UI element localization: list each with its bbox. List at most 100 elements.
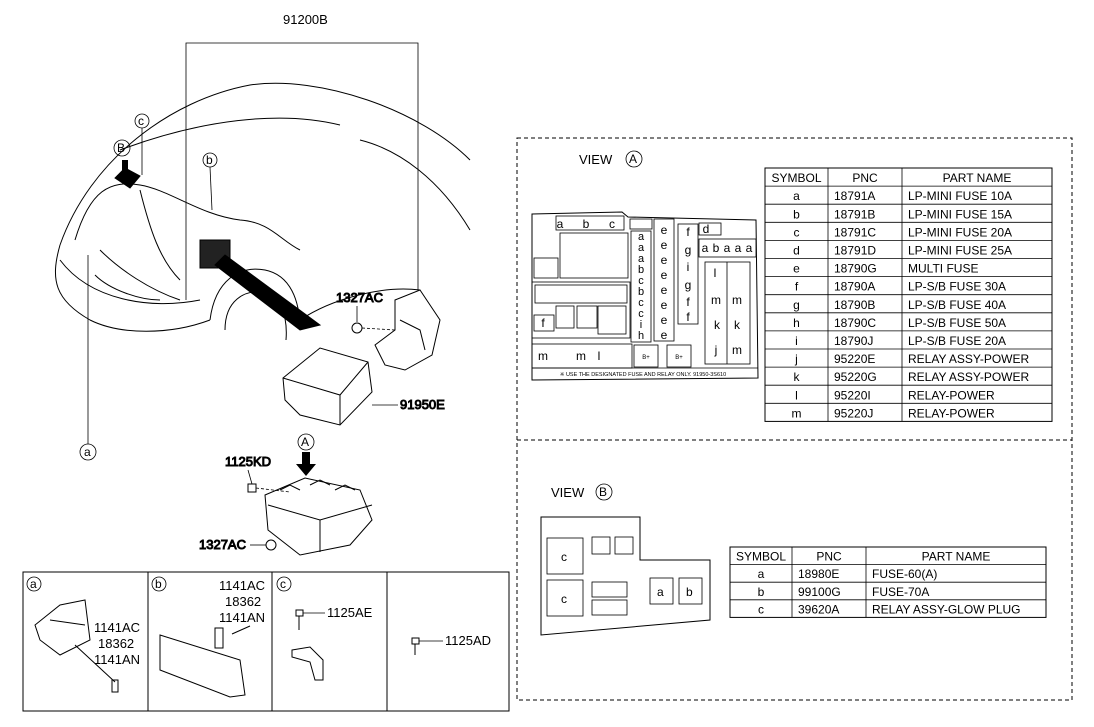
part-name-cell: LP-S/B FUSE 50A	[908, 316, 1006, 330]
box-b-letter: b	[686, 585, 693, 599]
fuse-label: b	[713, 241, 720, 255]
fuse-label: i	[687, 260, 690, 274]
part-name-cell: LP-S/B FUSE 40A	[908, 298, 1006, 312]
fuse-label: f	[686, 225, 690, 239]
pnc-cell: 18790J	[834, 334, 873, 348]
pnc-cell: 95220E	[834, 352, 875, 366]
fuse-label: e	[661, 268, 668, 282]
pnc-cell: 95220J	[834, 406, 873, 420]
part-name-cell: LP-MINI FUSE 25A	[908, 244, 1012, 258]
relay-label: m	[576, 349, 586, 363]
panel-a-circle: a	[30, 577, 37, 591]
panel-c-part-1[interactable]: 1125AE	[327, 605, 373, 620]
callout-c: c	[138, 114, 144, 128]
box-b-letter: c	[561, 592, 567, 606]
arrow-down-icon	[296, 452, 316, 476]
symbol-cell: j	[794, 352, 798, 366]
relay-label: m	[732, 343, 742, 357]
pnc-cell: 18791D	[834, 244, 876, 258]
part-name-cell: LP-MINI FUSE 20A	[908, 225, 1012, 239]
relay-label: m	[538, 349, 548, 363]
fuse-label: a	[638, 242, 645, 254]
wiring-harness	[74, 167, 322, 331]
relay-label: l	[598, 349, 601, 363]
symbol-cell: l	[795, 388, 798, 402]
pnc-cell: 18790C	[834, 316, 876, 330]
symbol-cell: c	[758, 602, 764, 616]
fuse-label: b	[638, 264, 644, 276]
pnc-cell: 18791C	[834, 225, 876, 239]
panel-b-circle: b	[155, 577, 162, 591]
symbol-cell: a	[758, 567, 765, 581]
symbol-cell: k	[794, 370, 801, 384]
fuse-label: i	[640, 319, 642, 331]
part-name-cell: LP-MINI FUSE 10A	[908, 189, 1012, 203]
symbol-cell: h	[793, 316, 800, 330]
panel-b-part-2[interactable]: 18362	[225, 594, 261, 609]
symbol-cell: c	[794, 225, 800, 239]
relay-label: k	[734, 318, 741, 332]
relay-label: l	[714, 266, 717, 280]
view-frame	[516, 137, 1073, 701]
symbol-cell: b	[758, 585, 765, 599]
fuse-label: b	[583, 217, 590, 231]
pnc-cell: 39620A	[798, 602, 839, 616]
symbol-cell: g	[793, 298, 800, 312]
part-name-cell: LP-S/B FUSE 20A	[908, 334, 1006, 348]
panel-a-part-1[interactable]: 1141AC	[94, 620, 140, 635]
fuse-label: f	[686, 310, 690, 324]
panel-a-part-2[interactable]: 18362	[98, 636, 134, 651]
fuse-label: a	[746, 241, 753, 255]
callout-B: B	[117, 141, 125, 155]
bracket-part: 1327AC	[336, 289, 441, 371]
fuse-label: f	[686, 295, 690, 309]
bplus-label: B+	[675, 355, 683, 361]
box-b-letter: c	[561, 550, 567, 564]
fuse-label: e	[661, 223, 668, 237]
view-b-fuse-box: c c a b	[540, 516, 711, 636]
symbol-cell: f	[795, 280, 799, 294]
part-name-cell: LP-MINI FUSE 15A	[908, 207, 1012, 221]
view-a-note: ※ USE THE DESIGNATED FUSE AND RELAY ONLY…	[560, 371, 726, 378]
part-name-cell: LP-S/B FUSE 30A	[908, 280, 1006, 294]
fuse-label: a	[638, 231, 645, 243]
fuse-label: h	[638, 330, 644, 342]
cover-label[interactable]: 91950E	[400, 397, 446, 413]
fuse-label: e	[661, 238, 668, 252]
table-header: SYMBOL	[771, 171, 821, 185]
panel-b-part-1[interactable]: 1141AC	[219, 578, 265, 593]
detail-panels: a b c 1141AC 18362 1141AN 1141AC 18362 1…	[22, 571, 510, 712]
fuse-label: a	[557, 217, 564, 231]
fuse-label: g	[685, 243, 692, 257]
callout-A: A	[301, 435, 309, 449]
fuse-label: e	[661, 298, 668, 312]
pnc-cell: 18790G	[834, 262, 877, 276]
fuse-label: a	[638, 253, 645, 265]
car-illustration	[54, 82, 471, 341]
panel-b-part-3[interactable]: 1141AN	[219, 610, 265, 625]
pnc-cell: 99100G	[798, 585, 841, 599]
pnc-cell: 18790A	[834, 280, 875, 294]
fuse-label: d	[703, 222, 710, 236]
assembly-label[interactable]: 91200B	[283, 12, 328, 27]
fuse-label: a	[735, 241, 742, 255]
callout-a: a	[84, 445, 91, 459]
fuse-label: e	[661, 328, 668, 342]
bolt-kd-label[interactable]: 1125KD	[225, 454, 272, 470]
part-name-cell: RELAY ASSY-POWER	[908, 370, 1029, 384]
fuse-label: a	[724, 241, 731, 255]
pnc-cell: 95220I	[834, 388, 871, 402]
panel-d-part-1[interactable]: 1125AD	[445, 633, 491, 648]
fuse-label: e	[661, 253, 668, 267]
table-header: PNC	[816, 550, 842, 564]
nut-top-label[interactable]: 1327AC	[336, 290, 384, 306]
panel-a-part-3[interactable]: 1141AN	[94, 652, 140, 667]
symbol-cell: b	[793, 207, 800, 221]
fuse-label: c	[638, 308, 644, 320]
part-name-cell: RELAY-POWER	[908, 406, 995, 420]
nut-bottom-label[interactable]: 1327AC	[199, 537, 247, 553]
fuse-label: c	[609, 217, 615, 231]
relay-label: k	[714, 318, 721, 332]
